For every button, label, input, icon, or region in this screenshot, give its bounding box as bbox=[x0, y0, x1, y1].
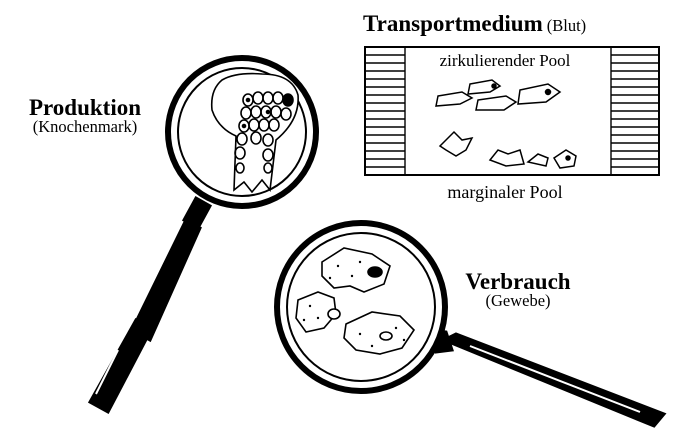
consumption-subtitle: (Gewebe) bbox=[443, 293, 593, 310]
production-label: Produktion (Knochenmark) bbox=[10, 96, 160, 136]
magnifier-icon-consumption bbox=[277, 223, 664, 426]
magnifier-handle bbox=[428, 330, 664, 426]
consumption-label: Verbrauch (Gewebe) bbox=[443, 270, 593, 310]
marginal-pool-label: marginaler Pool bbox=[405, 183, 605, 201]
transport-label: Transportmedium (Blut) bbox=[363, 12, 586, 35]
transport-subtitle: (Blut) bbox=[547, 16, 586, 35]
consumption-title: Verbrauch bbox=[443, 270, 593, 293]
production-title: Produktion bbox=[10, 96, 160, 119]
magnifier-handle bbox=[90, 198, 210, 412]
circulating-pool-label: zirkulierender Pool bbox=[405, 52, 605, 69]
transport-title: Transportmedium bbox=[363, 11, 543, 36]
production-subtitle: (Knochenmark) bbox=[10, 119, 160, 136]
